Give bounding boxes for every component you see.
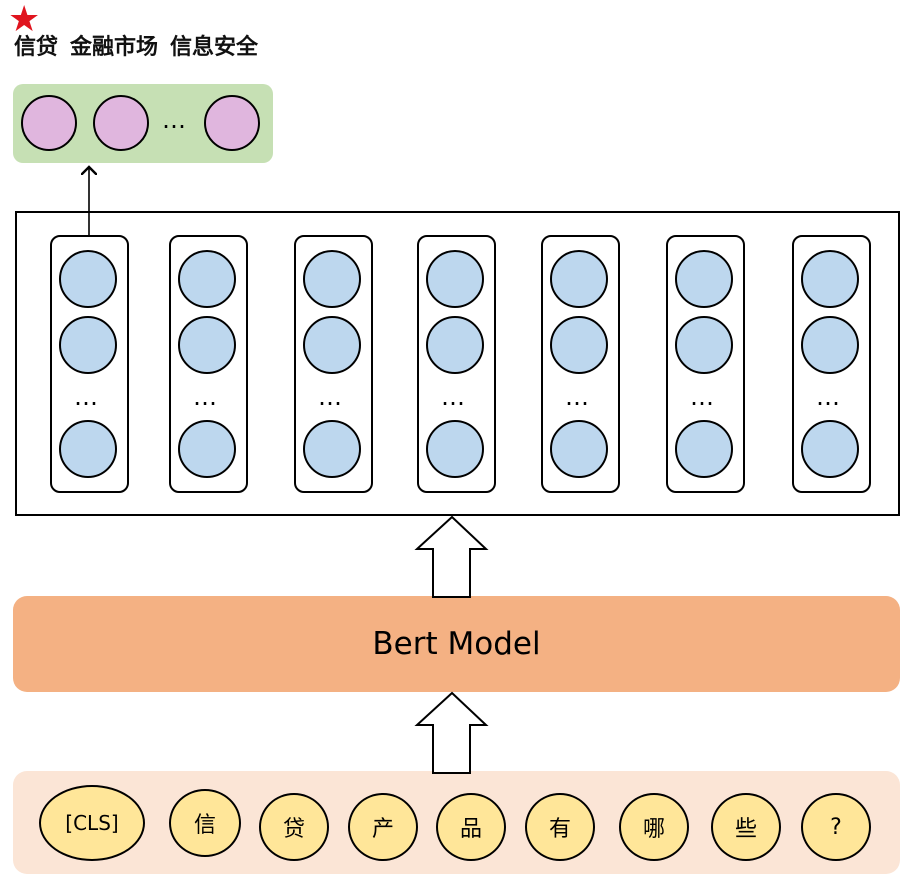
encoder-ellipsis: … <box>74 383 98 411</box>
output-ellipsis: … <box>162 106 186 134</box>
encoder-ellipsis: … <box>565 383 589 411</box>
token: 些 <box>711 793 781 861</box>
block-up-arrow-lower <box>414 691 489 774</box>
star-icon: ★ <box>8 0 41 40</box>
encoder-node <box>426 420 484 478</box>
encoder-ellipsis: … <box>318 383 342 411</box>
block-up-arrow-upper <box>414 515 489 598</box>
encoder-node <box>303 316 361 374</box>
token: 品 <box>436 793 506 861</box>
encoder-node <box>550 250 608 308</box>
encoder-node <box>59 316 117 374</box>
label-financial-market: 金融市场 <box>70 35 159 60</box>
bert-model-block: Bert Model <box>13 596 900 692</box>
token: 产 <box>348 793 418 861</box>
encoder-ellipsis: … <box>816 383 840 411</box>
encoder-node <box>59 420 117 478</box>
encoder-node <box>303 420 361 478</box>
encoder-node <box>801 316 859 374</box>
encoder-ellipsis: … <box>441 383 465 411</box>
encoder-ellipsis: … <box>690 383 714 411</box>
label-credit: 信贷 <box>14 35 59 60</box>
encoder-node <box>178 316 236 374</box>
encoder-node <box>426 316 484 374</box>
token: ? <box>801 793 871 861</box>
label-info-security: 信息安全 <box>170 35 259 60</box>
token: 信 <box>169 789 241 857</box>
token: 贷 <box>259 793 329 861</box>
encoder-node <box>59 250 117 308</box>
output-node <box>21 95 77 151</box>
output-node <box>93 95 149 151</box>
encoder-node <box>178 420 236 478</box>
encoder-node <box>426 250 484 308</box>
encoder-node <box>801 420 859 478</box>
output-node <box>204 95 260 151</box>
encoder-node <box>550 420 608 478</box>
encoder-node <box>550 316 608 374</box>
encoder-node <box>801 250 859 308</box>
token: 有 <box>525 793 595 861</box>
encoder-node <box>178 250 236 308</box>
bert-model-label: Bert Model <box>372 626 541 662</box>
encoder-node <box>675 250 733 308</box>
encoder-node <box>675 316 733 374</box>
encoder-node <box>303 250 361 308</box>
token: 哪 <box>619 793 689 861</box>
encoder-node <box>675 420 733 478</box>
label-list: 信贷金融市场信息安全 <box>14 33 270 63</box>
token-cls: [CLS] <box>39 785 145 861</box>
encoder-ellipsis: … <box>193 383 217 411</box>
